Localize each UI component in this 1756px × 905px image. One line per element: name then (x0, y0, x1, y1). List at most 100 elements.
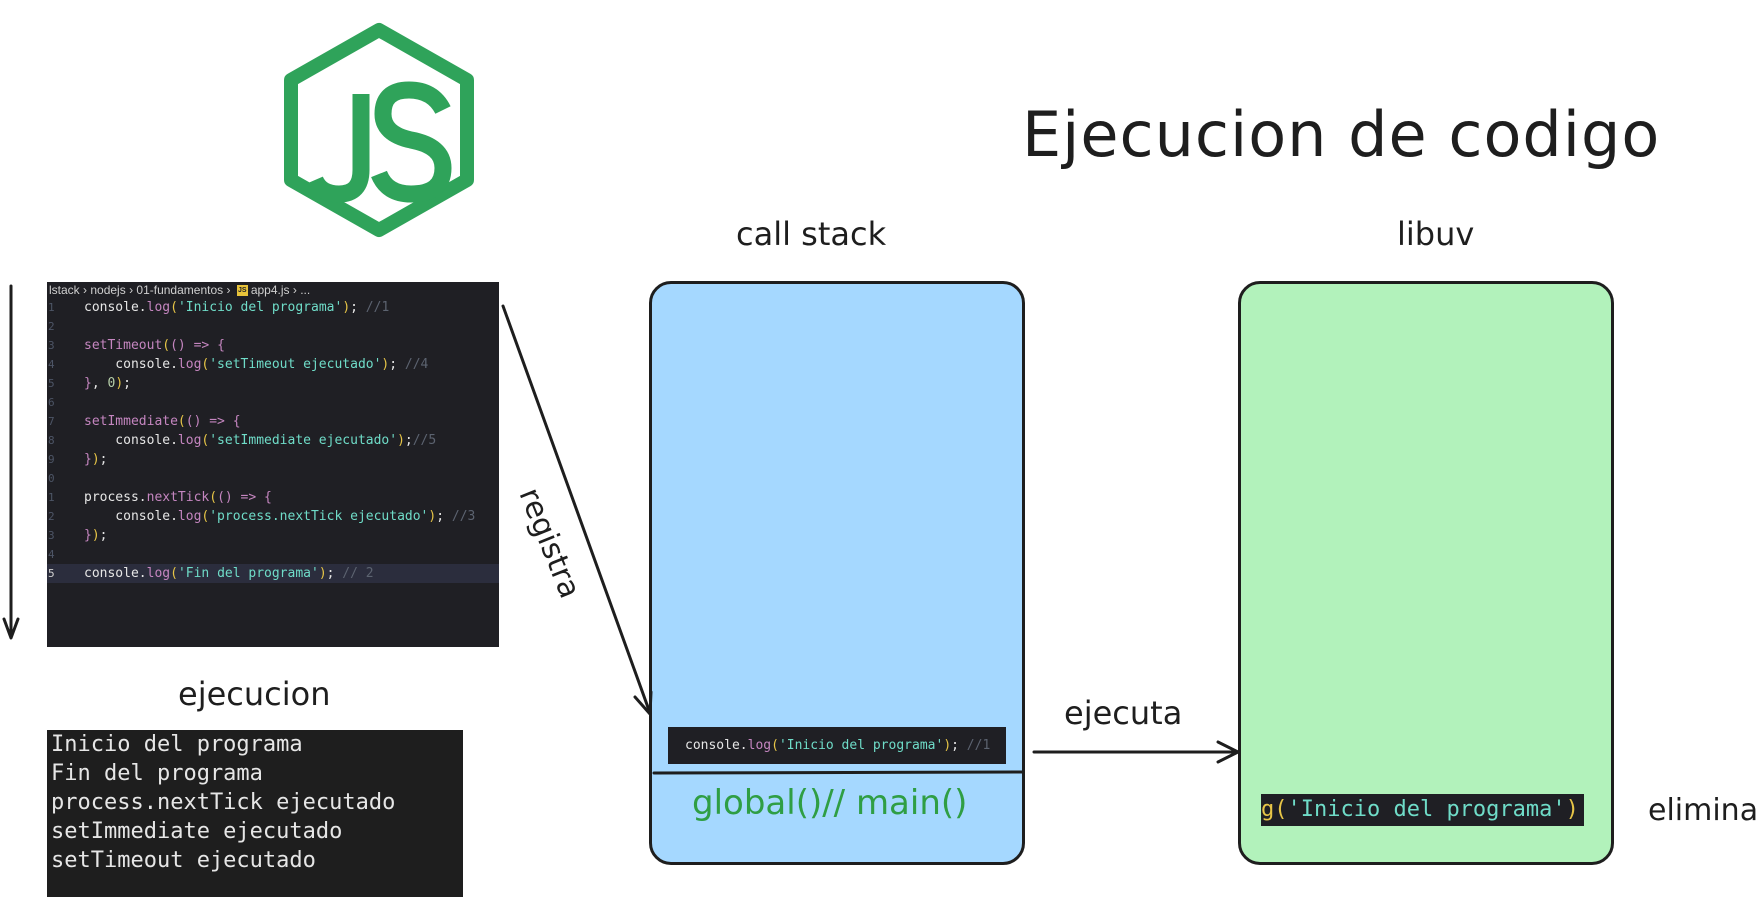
line-number: 2 (48, 510, 55, 523)
code-line: 7 setImmediate(() => { (47, 412, 499, 431)
chevron-right-icon: › (125, 283, 137, 297)
code-token: console. (685, 738, 748, 753)
code-token: 'Inicio del programa' (1287, 797, 1566, 822)
code-token: => (201, 414, 233, 429)
code-token: () (185, 414, 202, 429)
code-token: process. (84, 490, 147, 505)
line-number: 6 (48, 396, 55, 409)
nodejs-logo-icon (284, 23, 474, 237)
chevron-right-icon: › (289, 283, 301, 297)
registra-arrow (501, 304, 652, 715)
code-token: console. (84, 509, 178, 524)
code-token: => (232, 490, 265, 505)
line-number: 1 (48, 491, 55, 504)
line-number: 5 (48, 377, 55, 390)
code-token: } (84, 528, 92, 543)
code-token: //4 (397, 357, 429, 372)
code-token: ( (177, 414, 186, 429)
code-token: ( (201, 357, 210, 372)
ejecucion-label: ejecucion (178, 675, 331, 713)
code-token: 'Inicio del programa' (778, 738, 944, 753)
breadcrumb-item[interactable]: lstack (49, 283, 80, 297)
code-token: ) (91, 452, 100, 467)
code-token: //5 (412, 433, 437, 448)
elimina-label: elimina (1648, 793, 1756, 828)
breadcrumb-item[interactable]: 01-fundamentos (136, 283, 224, 297)
code-token: g( (1261, 797, 1288, 822)
code-token: ; (404, 433, 413, 448)
code-token: console. (84, 357, 178, 372)
code-token: // 2 (334, 566, 374, 581)
code-token: //1 (958, 738, 991, 753)
code-token: //3 (444, 509, 476, 524)
code-token: ( (170, 566, 178, 581)
code-token: ( (209, 490, 218, 505)
code-token: 'process.nextTick ejecutado' (209, 509, 429, 524)
code-token: ; (436, 509, 445, 524)
code-token: ) (943, 738, 952, 753)
code-token: console. (84, 566, 147, 581)
output-line: process.nextTick ejecutado (51, 790, 396, 815)
breadcrumb-item[interactable]: ... (300, 283, 311, 297)
ejecuta-arrowhead (1216, 740, 1240, 764)
line-number: 2 (48, 320, 55, 333)
call-stack-divider (652, 770, 1024, 775)
code-token: log (146, 566, 171, 581)
code-token: console. (84, 433, 178, 448)
code-token: { (217, 338, 225, 353)
code-token: ( (201, 433, 210, 448)
libuv-box (1238, 281, 1614, 865)
code-line: 8 console.log('setImmediate ejecutado');… (47, 431, 499, 450)
call-stack-box (649, 281, 1025, 865)
call-stack-frame: console.log('Inicio del programa'); //1 (668, 727, 1006, 764)
code-token: { (264, 490, 272, 505)
line-number: 7 (48, 415, 55, 428)
code-token: 'Fin del programa' (177, 566, 319, 581)
code-token: setTimeout (84, 338, 163, 353)
chevron-right-icon: › (79, 283, 91, 297)
code-token: 'Inicio del programa' (177, 300, 343, 315)
code-token: => (185, 338, 218, 353)
code-token: ; (350, 300, 358, 315)
line-number: 3 (48, 339, 55, 352)
breadcrumb-item[interactable]: app4.js (250, 283, 290, 297)
code-line: 2 console.log('process.nextTick ejecutad… (47, 507, 499, 526)
code-token: 0 (107, 376, 116, 391)
code-token: setImmediate (84, 414, 178, 429)
execution-order-arrowhead (2, 617, 20, 640)
code-token: ) (115, 376, 124, 391)
code-token: } (84, 452, 92, 467)
line-number: 4 (48, 358, 55, 371)
global-main-frame: global()// main() (692, 783, 968, 823)
code-token: { (232, 414, 241, 429)
code-token: ( (170, 300, 178, 315)
output-terminal: Inicio del programa Fin del programa pro… (47, 730, 463, 897)
code-token: ) (397, 433, 405, 448)
code-token: ; (123, 376, 131, 391)
line-number: 1 (48, 301, 55, 314)
page-title: Ejecucion de codigo (1022, 98, 1661, 171)
code-line: 6 (47, 393, 499, 412)
code-token: nextTick (146, 490, 210, 505)
code-token: log (177, 433, 202, 448)
code-line: 3}); (47, 526, 499, 545)
code-token: log (177, 509, 202, 524)
code-token: , (91, 376, 108, 391)
code-line: 2 (47, 317, 499, 336)
code-token: log (177, 357, 202, 372)
code-token: ) (342, 300, 351, 315)
code-line: 4 console.log('setTimeout ejecutado'); /… (47, 355, 499, 374)
breadcrumb-item[interactable]: nodejs (90, 283, 126, 297)
code-token: ( (201, 509, 210, 524)
line-number: 5 (48, 567, 55, 580)
code-token: log (146, 300, 171, 315)
code-line: 9}); (47, 450, 499, 469)
